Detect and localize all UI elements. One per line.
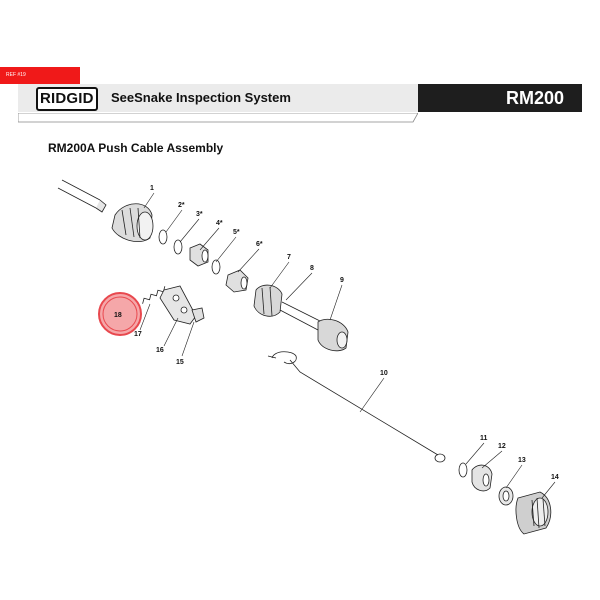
ref-tag: REF #19 — [0, 67, 80, 84]
callout-17: 17 — [134, 331, 142, 338]
callout-18: 18 — [114, 312, 122, 319]
header-underline — [18, 113, 418, 123]
model-number: RM200 — [505, 88, 564, 108]
leader-lines — [139, 192, 556, 499]
callout-15: 15 — [176, 359, 184, 366]
callout-5: 5* — [233, 229, 240, 236]
part-7-coupling — [253, 284, 283, 317]
part-14-end-cap — [515, 491, 552, 535]
part-15-clip — [191, 307, 205, 323]
callout-14: 14 — [551, 474, 559, 481]
page-header: RIDGID SeeSnake Inspection System RM200 — [18, 84, 582, 112]
callout-11: 11 — [480, 435, 488, 442]
callout-8: 8 — [310, 265, 314, 272]
callout-7: 7 — [287, 254, 291, 261]
part-16-bracket — [159, 285, 197, 325]
callout-2: 2* — [178, 202, 185, 209]
part-10-wire-assembly — [267, 351, 446, 463]
callout-12: 12 — [498, 443, 506, 450]
callout-10: 10 — [380, 370, 388, 377]
push-cable-end — [57, 179, 107, 213]
part-5-washer — [211, 259, 221, 275]
part-2-washer — [158, 229, 168, 245]
part-4-nut — [189, 243, 209, 267]
section-title: RM200A Push Cable Assembly — [48, 141, 224, 155]
part-1-housing — [111, 203, 154, 242]
header-model-band — [418, 84, 582, 112]
part-3-washer — [173, 239, 183, 255]
callout-9: 9 — [340, 277, 344, 284]
part-6-fitting — [225, 269, 249, 293]
part-8-cable-sleeve — [279, 301, 323, 331]
part-11-ring — [458, 462, 468, 478]
brand-logo: RIDGID — [36, 87, 98, 111]
callout-6: 6* — [256, 241, 263, 248]
part-17-spring — [142, 286, 166, 304]
callout-16: 16 — [156, 347, 164, 354]
callout-13: 13 — [518, 457, 526, 464]
callout-1: 1 — [150, 185, 154, 192]
callout-3: 3* — [196, 211, 203, 218]
part-9-connector — [317, 318, 349, 352]
callout-4: 4* — [216, 220, 223, 227]
part-12-collar — [471, 464, 493, 492]
system-title: SeeSnake Inspection System — [111, 90, 291, 105]
part-13-ring — [498, 486, 514, 506]
callout-18-highlight[interactable] — [98, 292, 142, 336]
